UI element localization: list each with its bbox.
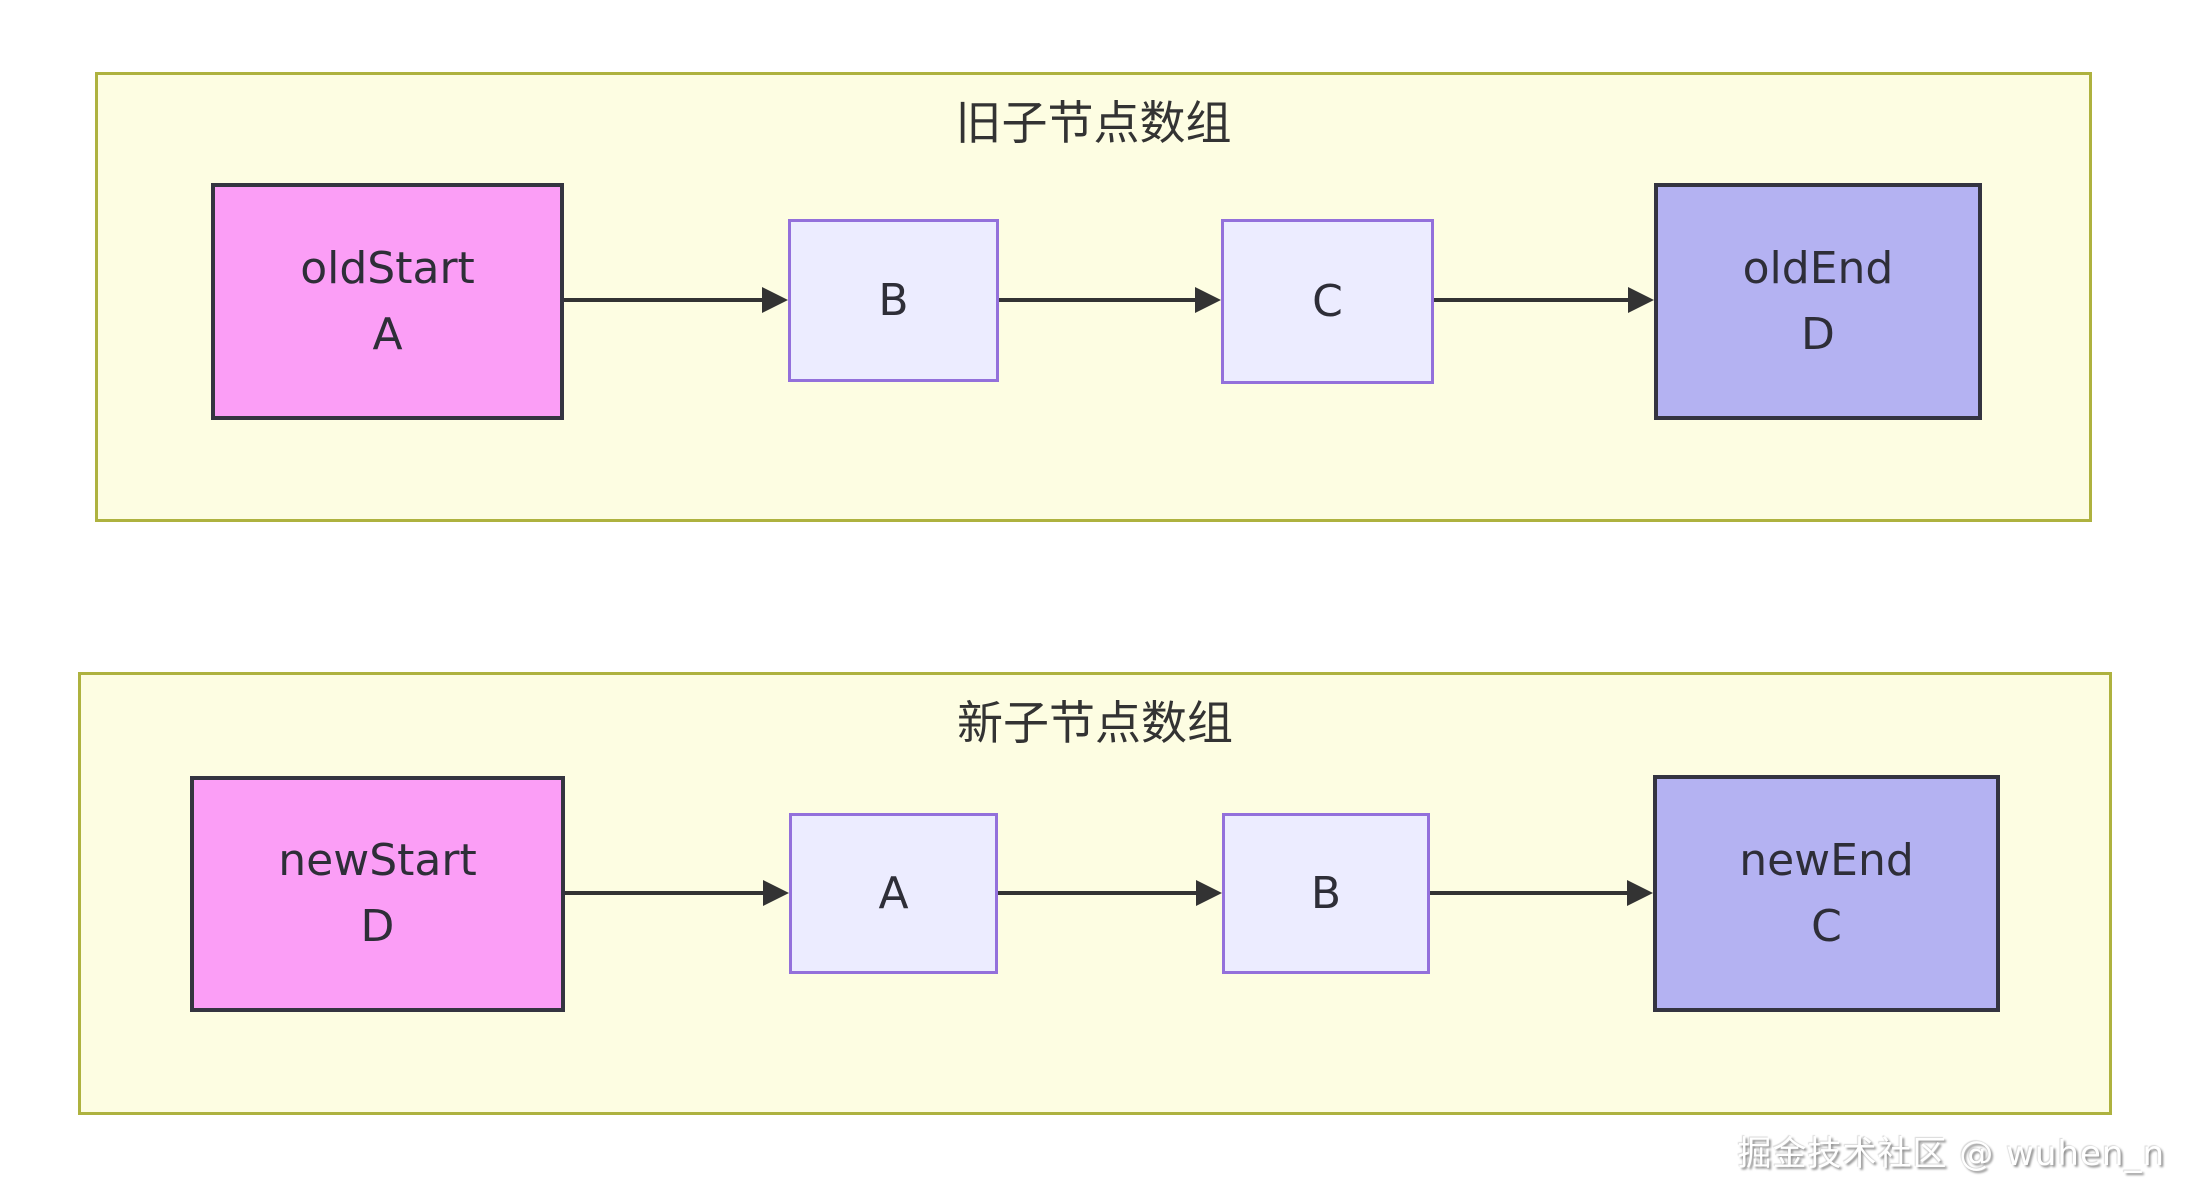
- node-old-end: oldEnd D: [1654, 183, 1982, 420]
- node-old-end-label-line2: D: [1801, 308, 1835, 360]
- node-old-c: C: [1221, 219, 1434, 384]
- arrowhead-icon: [1628, 287, 1654, 313]
- cluster-old-title: 旧子节点数组: [955, 96, 1232, 150]
- node-new-b-label: B: [1310, 867, 1342, 919]
- arrowhead-icon: [1196, 880, 1222, 906]
- node-new-b: B: [1222, 813, 1430, 974]
- node-new-end-label-line1: newEnd: [1739, 834, 1914, 886]
- arrow-shaft: [1430, 891, 1631, 895]
- arrowhead-icon: [1195, 287, 1221, 313]
- arrowhead-icon: [763, 880, 789, 906]
- node-new-a-label: A: [878, 867, 909, 919]
- node-old-start: oldStart A: [211, 183, 564, 420]
- cluster-new-children: 新子节点数组 newStart D A B newEnd C: [78, 672, 2112, 1115]
- node-new-end: newEnd C: [1653, 775, 2000, 1012]
- node-old-end-label-line1: oldEnd: [1742, 242, 1894, 294]
- arrow-shaft: [998, 891, 1200, 895]
- watermark: 掘金技术社区 @ wuhen_n: [1737, 1134, 2165, 1174]
- node-new-start-label-line2: D: [360, 901, 395, 952]
- cluster-new-title: 新子节点数组: [957, 696, 1233, 750]
- arrow-shaft: [564, 298, 766, 302]
- node-new-a: A: [789, 813, 998, 974]
- arrow-shaft: [565, 891, 767, 895]
- node-new-start: newStart D: [190, 776, 565, 1012]
- node-old-start-label-line1: oldStart: [300, 242, 475, 294]
- node-old-b-label: B: [878, 274, 909, 326]
- node-old-start-label-line2: A: [372, 308, 403, 360]
- cluster-old-children: 旧子节点数组 oldStart A B C oldEnd D: [95, 72, 2092, 522]
- arrowhead-icon: [762, 287, 788, 313]
- arrowhead-icon: [1627, 880, 1653, 906]
- node-new-start-label-line1: newStart: [278, 835, 477, 886]
- arrow-shaft: [999, 298, 1199, 302]
- node-old-b: B: [788, 219, 999, 382]
- arrow-shaft: [1434, 298, 1632, 302]
- node-new-end-label-line2: C: [1811, 900, 1842, 952]
- node-old-c-label: C: [1312, 275, 1343, 327]
